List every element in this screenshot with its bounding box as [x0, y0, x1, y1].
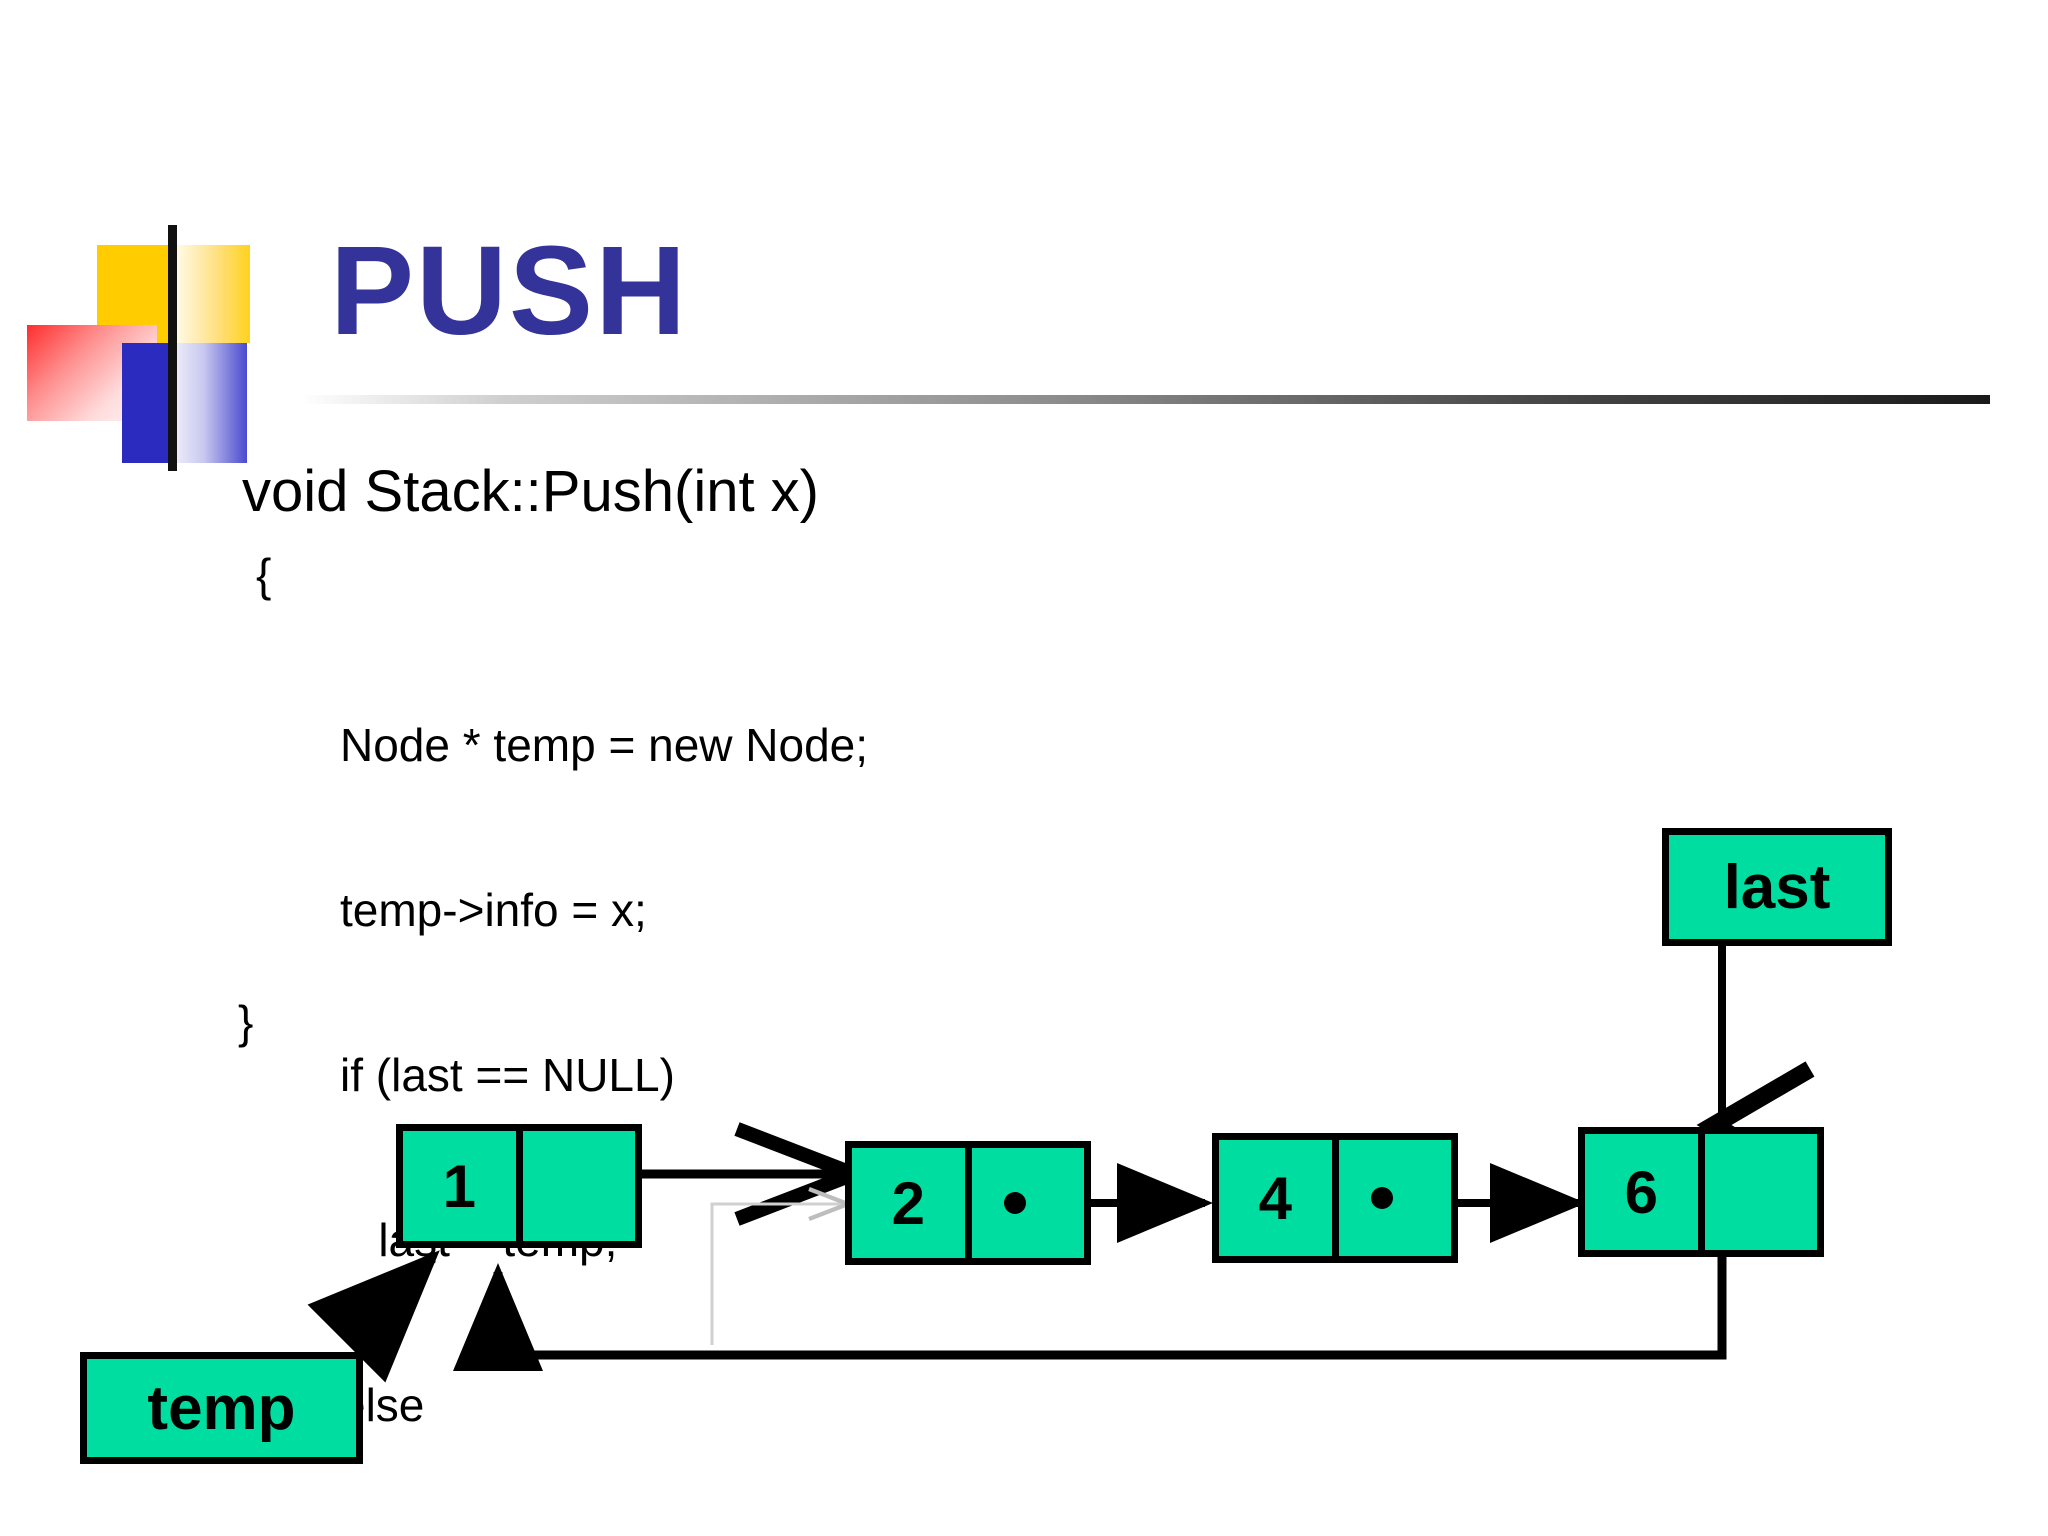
node-info-cell: 6 [1585, 1134, 1705, 1250]
edge-temp-to-node1 [307, 1250, 440, 1383]
list-node[interactable]: 4 [1212, 1133, 1458, 1263]
node-info-cell: 2 [852, 1148, 972, 1258]
list-node[interactable]: 2 [845, 1141, 1091, 1265]
logo-blue-gradient-square-icon [175, 343, 247, 463]
node-info-cell: 4 [1219, 1140, 1339, 1256]
link-pointer-dot-icon [1003, 1192, 1026, 1214]
node-link-cell [1704, 1134, 1817, 1250]
node-info-cell: 1 [403, 1131, 523, 1241]
logo-vertical-bar-icon [168, 225, 177, 471]
link-pointer-dot-icon [1370, 1187, 1393, 1209]
edge-ghost-old-link [710, 1187, 854, 1345]
list-node[interactable]: 1 [396, 1124, 642, 1248]
logo-blue-square-icon [122, 343, 172, 463]
pointer-box-temp[interactable]: temp [80, 1352, 363, 1464]
code-line: temp->info = x; [340, 884, 647, 936]
logo-yellow-gradient-square-icon [175, 245, 250, 343]
title-divider [300, 395, 1990, 404]
node-link-cell [971, 1148, 1084, 1258]
closing-brace: } [238, 996, 254, 1048]
code-line: Node * temp = new Node; [340, 719, 869, 771]
page-title: PUSH [330, 220, 689, 361]
node-link-cell [522, 1131, 635, 1241]
pointer-box-last[interactable]: last [1662, 828, 1892, 946]
edge-node6-link-to-node1 [453, 1190, 1727, 1371]
code-line: if (last == NULL) [340, 1049, 675, 1101]
function-signature: void Stack::Push(int x) [242, 459, 819, 524]
list-node[interactable]: 6 [1578, 1127, 1824, 1257]
node-link-cell [1338, 1140, 1451, 1256]
opening-brace: { [256, 549, 272, 601]
